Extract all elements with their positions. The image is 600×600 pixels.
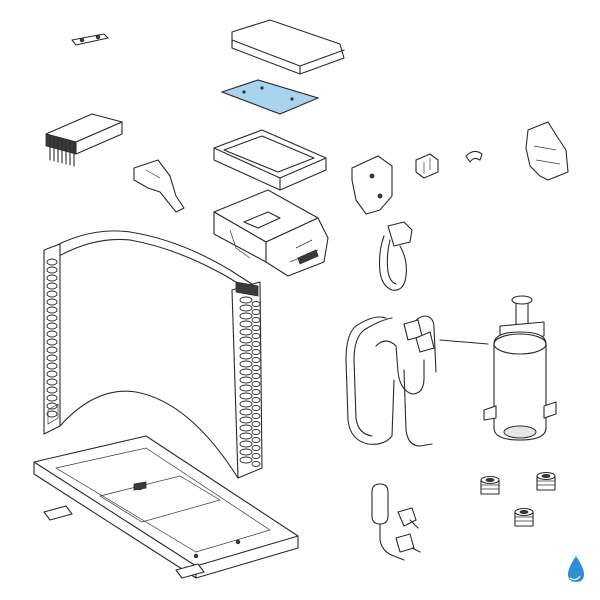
coil-hairpin bbox=[239, 448, 253, 456]
coil-hairpin bbox=[239, 416, 253, 424]
coil-hairpin bbox=[239, 384, 253, 392]
coil-hairpin bbox=[46, 370, 58, 378]
coil-hairpin bbox=[46, 258, 58, 266]
coil-hairpin bbox=[251, 333, 261, 339]
coil-hairpin bbox=[239, 376, 253, 384]
coil-hairpin bbox=[46, 330, 58, 338]
coil-hairpin bbox=[46, 298, 58, 306]
rubber-feet-part bbox=[480, 471, 556, 527]
coil-hairpin bbox=[251, 413, 261, 419]
insulation-sheet-part bbox=[220, 79, 320, 115]
coil-hairpin bbox=[239, 296, 253, 304]
reversing-valve-part bbox=[378, 221, 413, 291]
side-panel-part bbox=[525, 121, 569, 181]
coil-hairpin bbox=[251, 309, 261, 315]
coil-hairpin bbox=[46, 346, 58, 354]
coil-hairpin bbox=[251, 389, 261, 395]
coil-hairpin bbox=[251, 397, 261, 403]
coil-hairpin bbox=[251, 461, 261, 467]
coil-hairpin bbox=[251, 421, 261, 427]
coil-hairpin bbox=[239, 328, 253, 336]
bracket-part bbox=[71, 33, 109, 46]
coil-hairpin bbox=[46, 402, 58, 410]
coil-hairpin bbox=[251, 325, 261, 331]
compressor-part bbox=[483, 295, 557, 441]
coil-hairpin bbox=[251, 445, 261, 451]
coil-hairpin bbox=[251, 437, 261, 443]
coil-hairpin bbox=[239, 352, 253, 360]
coil-hairpin bbox=[46, 410, 58, 418]
coil-hairpin bbox=[239, 424, 253, 432]
expansion-valve-part bbox=[371, 483, 421, 561]
coil-hairpin bbox=[46, 306, 58, 314]
coil-hairpin bbox=[46, 362, 58, 370]
coil-hairpin bbox=[239, 456, 253, 464]
coil-hairpin bbox=[239, 360, 253, 368]
coil-hairpin bbox=[251, 373, 261, 379]
coil-hairpin bbox=[251, 381, 261, 387]
coil-hairpin bbox=[46, 338, 58, 346]
coil-hairpin bbox=[46, 266, 58, 274]
terminal-clip-part bbox=[415, 153, 439, 179]
coil-hairpin bbox=[46, 290, 58, 298]
top-cover-part bbox=[231, 19, 345, 75]
coil-hairpin bbox=[46, 282, 58, 290]
coil-hairpin bbox=[239, 312, 253, 320]
electrical-box-frame-part bbox=[213, 129, 327, 191]
side-bracket-part bbox=[133, 159, 185, 213]
coil-hairpin bbox=[239, 344, 253, 352]
clamp-part bbox=[465, 150, 483, 163]
control-box-part bbox=[213, 189, 329, 277]
coil-hairpin bbox=[251, 317, 261, 323]
coil-hairpin bbox=[239, 440, 253, 448]
coil-hairpin bbox=[251, 301, 261, 307]
droplet-logo-icon bbox=[568, 556, 584, 582]
coil-hairpin bbox=[239, 304, 253, 312]
base-pan-part bbox=[33, 435, 299, 579]
coil-hairpin bbox=[239, 408, 253, 416]
coil-hairpin bbox=[251, 357, 261, 363]
coil-hairpin bbox=[239, 336, 253, 344]
coil-hairpin bbox=[239, 400, 253, 408]
sensor-holder-part bbox=[351, 155, 393, 215]
coil-hairpin bbox=[251, 341, 261, 347]
coil-hairpin bbox=[251, 453, 261, 459]
heatsink-part bbox=[45, 113, 123, 167]
coil-hairpin bbox=[239, 368, 253, 376]
coil-hairpin bbox=[46, 354, 58, 362]
coil-hairpin bbox=[251, 349, 261, 355]
rubber-foot-2 bbox=[536, 471, 556, 491]
coil-hairpin bbox=[46, 274, 58, 282]
coil-hairpin bbox=[46, 314, 58, 322]
piping-assembly-part bbox=[345, 315, 489, 447]
coil-hairpin bbox=[251, 429, 261, 435]
rubber-foot-1 bbox=[480, 475, 500, 495]
condenser-coil-part bbox=[43, 230, 263, 479]
coil-hairpin bbox=[251, 365, 261, 371]
coil-hairpin bbox=[239, 392, 253, 400]
coil-hairpin bbox=[46, 378, 58, 386]
coil-hairpin bbox=[46, 394, 58, 402]
coil-hairpin bbox=[239, 432, 253, 440]
coil-hairpin bbox=[46, 386, 58, 394]
coil-hairpin bbox=[251, 405, 261, 411]
rubber-foot-3 bbox=[514, 507, 534, 527]
coil-hairpin bbox=[239, 320, 253, 328]
coil-hairpin bbox=[46, 322, 58, 330]
